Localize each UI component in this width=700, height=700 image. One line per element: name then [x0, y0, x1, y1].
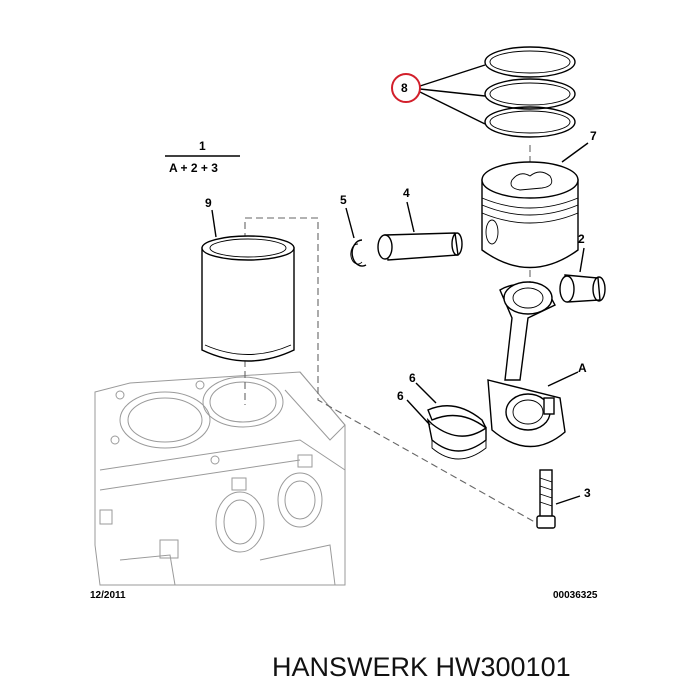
piston-part	[481, 161, 579, 269]
callout-3: 3	[584, 486, 591, 500]
callout-1-formula: A + 2 + 3	[169, 161, 218, 175]
small-end-bush-part	[559, 274, 606, 303]
callout-7: 7	[590, 129, 597, 143]
leader-lines	[165, 64, 589, 505]
piston-rings-part	[484, 46, 576, 138]
callout-8-highlight-circle	[391, 73, 421, 103]
bearing-shells-part	[426, 405, 487, 460]
diagram-date: 12/2011	[90, 590, 126, 601]
cylinder-liner-part	[201, 235, 295, 362]
rod-bolt-part	[536, 469, 556, 529]
callout-a: A	[578, 361, 587, 375]
callout-9: 9	[205, 196, 212, 210]
callout-6-upper: 6	[409, 371, 416, 385]
piston-pin-part	[377, 232, 463, 261]
callout-2: 2	[578, 232, 585, 246]
connecting-rod-part	[487, 281, 566, 448]
engine-block-illustration	[94, 371, 346, 586]
product-caption: HANSWERK HW300101	[272, 652, 571, 682]
callout-1: 1	[199, 139, 206, 153]
callout-5: 5	[340, 193, 347, 207]
callout-8: 8	[401, 81, 408, 95]
callout-6-lower: 6	[397, 389, 404, 403]
callout-4: 4	[403, 186, 410, 200]
circlip-part	[350, 239, 367, 267]
diagram-reference-number: 00036325	[553, 590, 598, 601]
